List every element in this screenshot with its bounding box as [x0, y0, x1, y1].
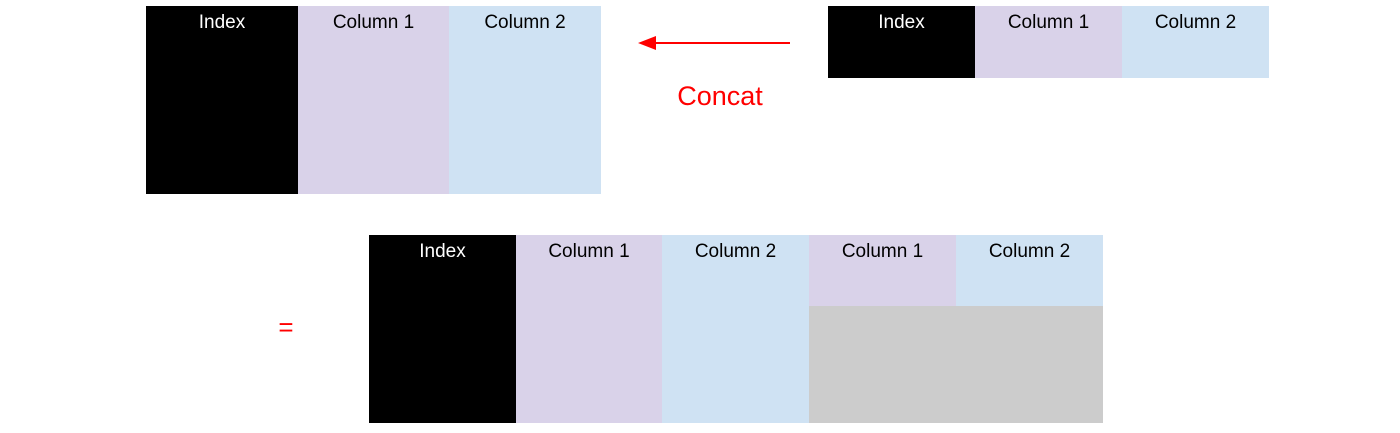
table-b: Index Column 1 Column 2 — [828, 6, 1269, 78]
result-missing-values-area — [809, 306, 1103, 423]
result-column-2-a: Column 2 — [662, 235, 809, 423]
arrow-left-icon — [638, 36, 790, 50]
table-a-column-1: Column 1 — [298, 6, 449, 194]
equals-sign: = — [278, 312, 294, 342]
table-a-column-2: Column 2 — [449, 6, 601, 194]
concat-label: Concat — [677, 81, 763, 111]
result-column-2-b: Column 2 — [956, 235, 1103, 306]
result-column-1-a: Column 1 — [516, 235, 662, 423]
table-b-column-2: Column 2 — [1122, 6, 1269, 78]
table-a-index-column: Index — [146, 6, 298, 194]
result-column-1-b: Column 1 — [809, 235, 956, 306]
result-index-column: Index — [369, 235, 516, 423]
result-table: Index Column 1 Column 2 Column 1 Column … — [369, 235, 1103, 423]
table-b-index-column: Index — [828, 6, 975, 78]
table-b-column-1: Column 1 — [975, 6, 1122, 78]
table-a: Index Column 1 Column 2 — [146, 6, 601, 194]
